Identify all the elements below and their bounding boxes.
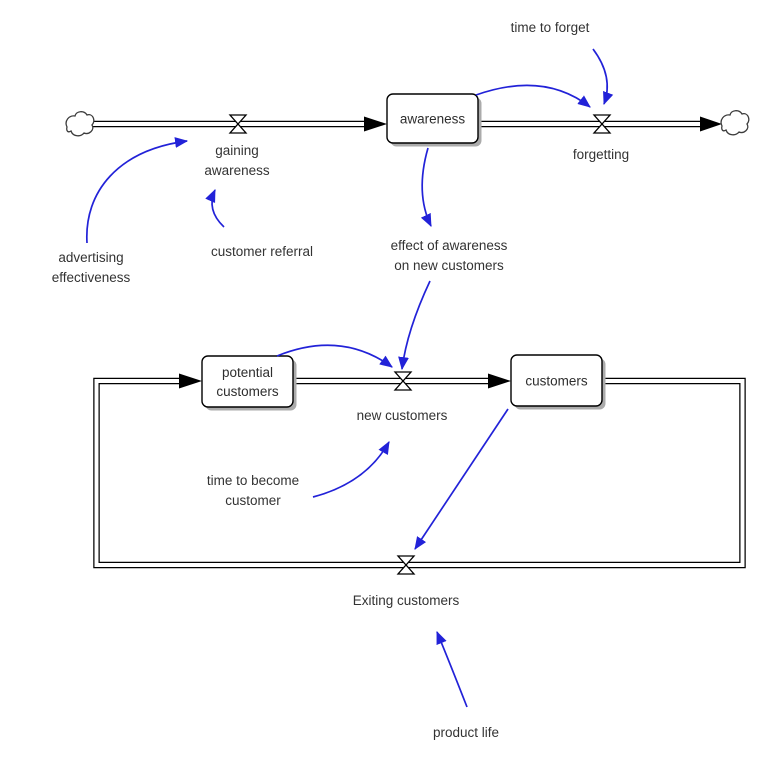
flow-arrowhead [364,116,387,132]
cloud-sink-icon[interactable] [720,110,750,136]
var-label-customer-referral[interactable]: customer referral [210,244,314,259]
flow-arrowhead [488,373,511,389]
valve-forgetting[interactable] [592,114,612,134]
cloud-source-icon[interactable] [65,111,95,137]
var-label-advertising-effectiveness[interactable]: advertising effectiveness [51,250,131,285]
flow-arrowhead [179,373,202,389]
flow-label-exiting-customers[interactable]: Exiting customers [352,593,460,608]
connector-advertising-to-gaining[interactable] [86,137,189,244]
connector-timetoforget-to-forgetting[interactable] [592,48,614,106]
valve-bottom [592,123,612,134]
flow-pipe-gaining-awareness[interactable] [86,116,387,132]
flow-arrowhead [700,116,722,132]
flow-label-forgetting[interactable]: forgetting [572,147,630,162]
stock-box [201,355,294,408]
connector-effect-to-newcustomers[interactable] [398,280,431,371]
flow-label-gaining-awareness[interactable]: gaining awareness [204,143,270,178]
connector-referral-to-gaining[interactable] [205,189,225,228]
valve-bottom [396,564,416,575]
valve-gaining-awareness[interactable] [228,114,248,134]
stock-label-potential-customers[interactable]: potential customers [216,365,279,399]
stock-awareness[interactable] [386,93,482,147]
stock-customers[interactable] [510,354,606,410]
flow-pipe-new-customers[interactable] [290,373,511,389]
stock-label-awareness[interactable]: awareness [399,111,466,126]
stock-box [386,93,479,144]
connector-customers-to-exiting[interactable] [414,408,509,550]
flow-pipe-forgetting[interactable] [474,116,722,132]
valve-new-customers[interactable] [393,371,413,391]
connector-potential-to-newcustomers[interactable] [276,344,393,368]
valve-top [228,114,248,125]
valve-bottom [393,380,413,391]
stock-box [510,354,603,407]
stock-label-customers[interactable]: customers [525,373,588,388]
stock-potential-customers[interactable] [201,355,297,411]
pipe-line [94,379,745,567]
connector-timetobecome-to-newcustomers[interactable] [312,441,390,498]
valve-top [393,371,413,382]
connector-awareness-to-effect[interactable] [420,147,432,227]
valve-top [396,555,416,566]
connector-awareness-to-forgetting[interactable] [475,84,591,108]
flow-pipe-recycle-loop[interactable] [93,373,746,569]
var-label-effect-of-awareness[interactable]: effect of awareness on new customers [390,238,508,273]
valve-bottom [228,123,248,134]
flow-label-new-customers[interactable]: new customers [356,408,448,423]
valve-exiting-customers[interactable] [396,555,416,575]
var-label-product-life[interactable]: product life [432,725,500,740]
var-label-time-to-become-customer[interactable]: time to become customer [206,473,300,508]
var-label-time-to-forget[interactable]: time to forget [510,20,590,35]
connector-productlife-to-exiting[interactable] [436,630,468,708]
valve-top [592,114,612,125]
